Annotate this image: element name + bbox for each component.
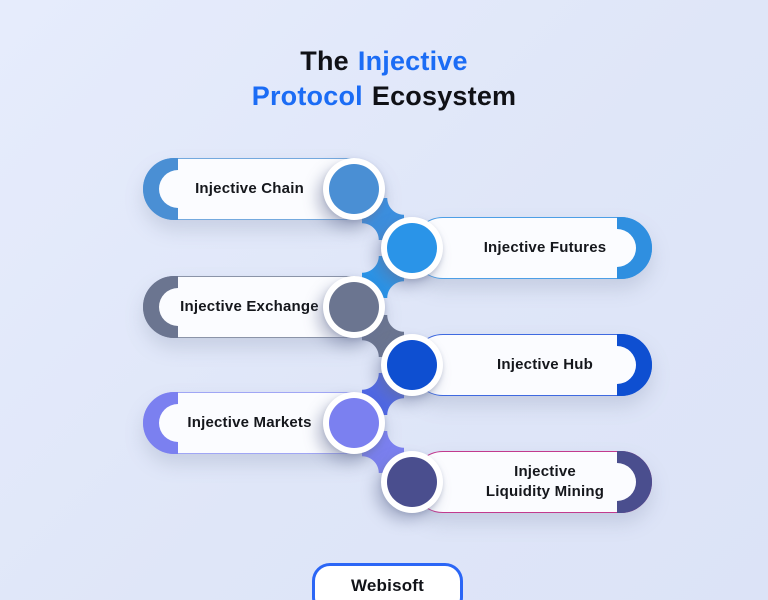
pill-cap-notch: [159, 288, 197, 326]
ecosystem-item-injective-markets: Injective Markets: [143, 392, 446, 454]
item-node-inner: [387, 457, 437, 507]
item-pill: Injective Futures: [412, 217, 652, 279]
item-label: Injective Chain: [195, 180, 304, 198]
title-text-accent: Protocol: [251, 81, 363, 111]
title-line-1: The Injective: [0, 44, 768, 79]
pill-cap-notch: [598, 346, 636, 384]
brand-badge: Webisoft: [312, 563, 463, 600]
item-node-circle: [381, 334, 443, 396]
item-node-inner: [387, 340, 437, 390]
item-node-circle: [323, 158, 385, 220]
item-node-circle: [323, 392, 385, 454]
brand-name: Webisoft: [350, 576, 425, 595]
pill-cap-notch: [598, 463, 636, 501]
ecosystem-item-injective-exchange: Injective Exchange: [143, 276, 446, 338]
item-label: Injective Futures: [483, 239, 607, 257]
title-text-dark: Ecosystem: [371, 81, 517, 111]
page-title: The Injective Protocol Ecosystem: [0, 44, 768, 114]
title-line-2: Protocol Ecosystem: [0, 79, 768, 114]
item-node-circle: [323, 276, 385, 338]
ecosystem-item-injective-futures: Injective Futures: [381, 217, 685, 279]
pill-cap-notch: [159, 170, 197, 208]
ecosystem-item-injective-chain: Injective Chain: [143, 158, 446, 220]
item-pill: Injective Hub: [412, 334, 652, 396]
item-label: Injective Hub: [497, 356, 593, 374]
item-node-circle: [381, 217, 443, 279]
item-node-circle: [381, 451, 443, 513]
item-node-inner: [329, 282, 379, 332]
item-label: Injective Exchange: [180, 298, 319, 316]
item-node-inner: [329, 398, 379, 448]
ecosystem-item-injective-liquidity-mining: Injective Liquidity Mining: [381, 451, 685, 513]
title-text-accent: Injective: [357, 46, 468, 76]
title-text-dark: The: [300, 46, 349, 76]
pill-cap-notch: [598, 229, 636, 267]
item-label: Injective Liquidity Mining: [485, 463, 605, 500]
item-node-inner: [329, 164, 379, 214]
item-node-inner: [387, 223, 437, 273]
item-label: Injective Markets: [187, 414, 312, 432]
pill-cap-notch: [159, 404, 197, 442]
item-pill: Injective Liquidity Mining: [412, 451, 652, 513]
ecosystem-item-injective-hub: Injective Hub: [381, 334, 685, 396]
